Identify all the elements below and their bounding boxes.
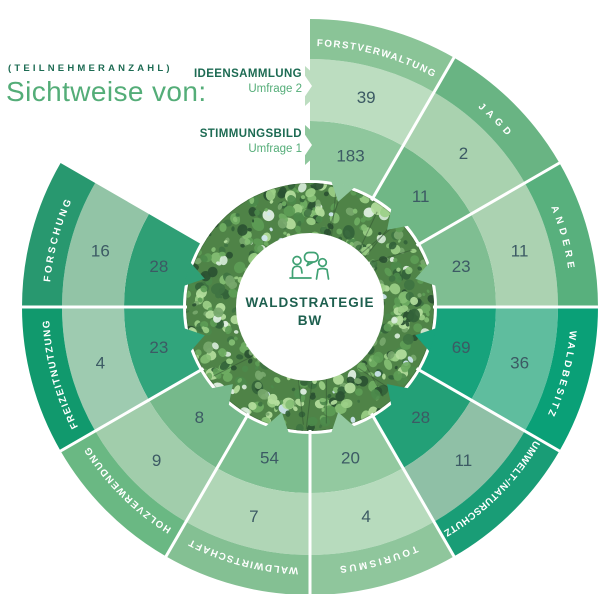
center-title-line2: BW bbox=[297, 313, 323, 328]
legend-ideensammlung-sublabel: Umfrage 2 bbox=[248, 83, 302, 95]
umfrage2-value: 16 bbox=[91, 241, 110, 260]
segment-pointer-tab bbox=[265, 412, 289, 434]
segment-pointer-tab bbox=[211, 384, 233, 406]
legend-ideensammlung: IDEENSAMMLUNG Umfrage 2 bbox=[194, 67, 302, 97]
umfrage1-value: 183 bbox=[336, 146, 364, 165]
umfrage2-value: 9 bbox=[152, 451, 161, 470]
segment-pointer-tab bbox=[387, 384, 409, 406]
legend-stimmungsbild-sublabel: Umfrage 1 bbox=[248, 143, 302, 155]
umfrage2-value: 11 bbox=[455, 451, 473, 470]
dialogue-people-icon bbox=[289, 251, 330, 280]
segment-separator bbox=[415, 367, 563, 454]
umfrage2-value: 4 bbox=[96, 354, 105, 373]
page-title: Sichtweise von: bbox=[6, 76, 207, 107]
legend-ideensammlung-label: IDEENSAMMLUNG bbox=[193, 68, 302, 80]
umfrage2-value: 2 bbox=[459, 144, 468, 163]
umfrage1-value: 20 bbox=[341, 449, 360, 468]
umfrage2-value: 4 bbox=[361, 507, 370, 526]
ideensammlung-pointer-arrow-icon bbox=[305, 66, 327, 106]
segment-pointer-tab bbox=[331, 412, 355, 434]
umfrage2-value: 36 bbox=[510, 354, 529, 373]
kicker-text: (TEILNEHMERANZAHL) bbox=[8, 63, 173, 74]
segment-separator bbox=[415, 160, 563, 247]
segment-separator bbox=[370, 54, 457, 202]
stimmungsbild-pointer-arrow-icon bbox=[305, 125, 327, 165]
segment-pointer-tab bbox=[415, 262, 437, 286]
legend-stimmungsbild: STIMMUNGSBILD Umfrage 1 bbox=[200, 127, 302, 157]
segment-separator bbox=[370, 412, 457, 560]
segment-pointer-tab bbox=[387, 208, 409, 230]
umfrage1-value: 28 bbox=[411, 408, 430, 427]
segment-pointer-tab bbox=[331, 180, 355, 202]
umfrage1-value: 8 bbox=[195, 408, 204, 427]
umfrage1-value: 28 bbox=[149, 257, 168, 276]
center-hub: WALDSTRATEGIE BW bbox=[225, 250, 395, 330]
umfrage2-value: 11 bbox=[511, 241, 529, 260]
segment-separator bbox=[163, 412, 250, 560]
umfrage1-value: 11 bbox=[412, 187, 430, 206]
segment-pointer-tab bbox=[183, 262, 205, 286]
center-title-line1: WALDSTRATEGIE bbox=[245, 295, 375, 310]
segment-pointer-tab bbox=[415, 328, 437, 352]
umfrage1-value: 23 bbox=[149, 338, 168, 357]
segment-separator bbox=[57, 367, 205, 454]
umfrage2-value: 7 bbox=[249, 507, 258, 526]
umfrage1-value: 54 bbox=[260, 449, 279, 468]
segment-pointer-tab bbox=[183, 328, 205, 352]
umfrage2-value: 39 bbox=[357, 88, 376, 107]
legend-stimmungsbild-label: STIMMUNGSBILD bbox=[199, 128, 302, 140]
umfrage1-value: 69 bbox=[452, 338, 471, 357]
umfrage1-value: 23 bbox=[452, 257, 471, 276]
forest-canopy-photo-ring bbox=[186, 183, 434, 431]
